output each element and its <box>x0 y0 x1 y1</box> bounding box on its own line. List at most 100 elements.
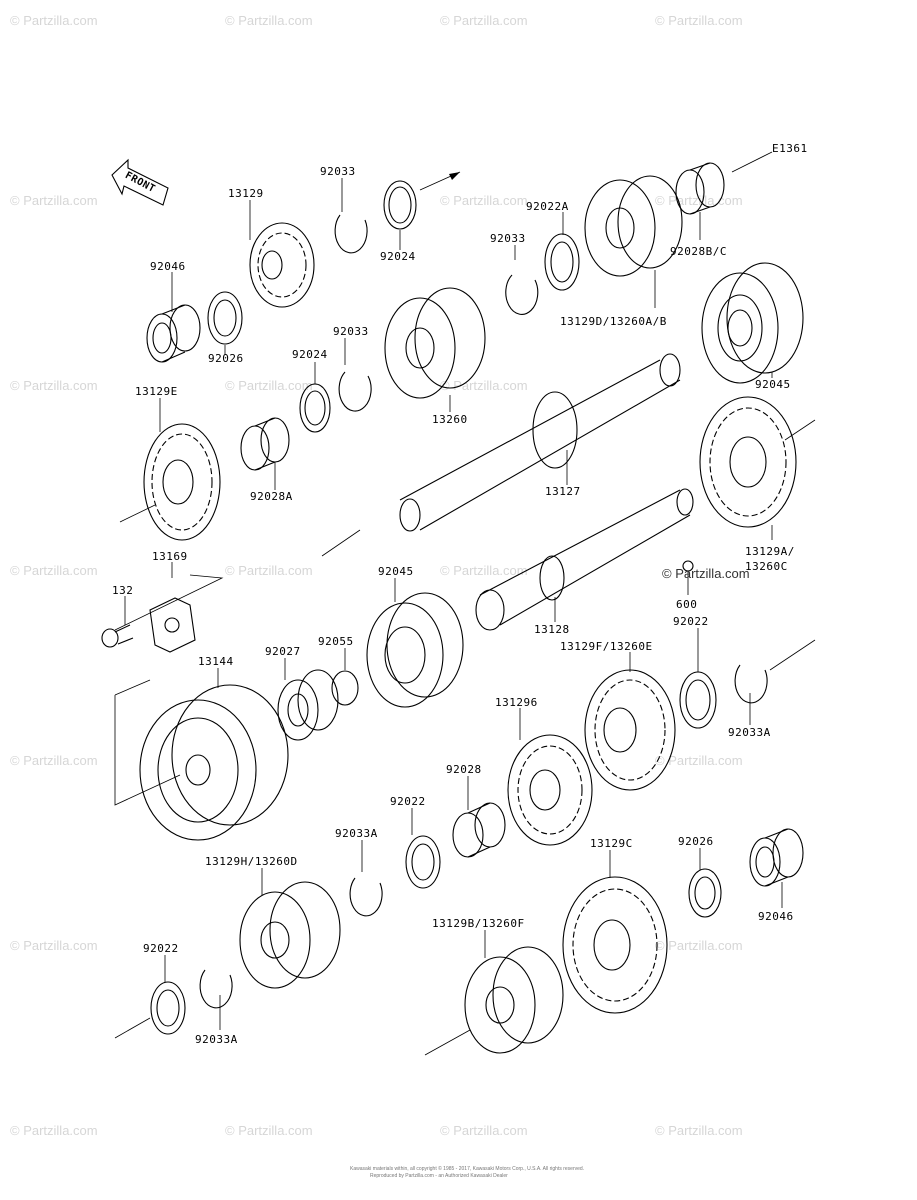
gear-13129F-icon <box>584 669 676 791</box>
bushing-92028BC-icon <box>675 162 725 215</box>
part-label: 92046 <box>150 260 186 273</box>
bushing-92028-icon <box>452 802 506 858</box>
part-label: 13144 <box>198 655 234 668</box>
part-label: 13129C <box>590 837 633 850</box>
part-label: 92024 <box>380 250 416 263</box>
part-label: 13129D/13260A/B <box>560 315 667 328</box>
watermark: © Partzilla.com <box>440 563 528 578</box>
watermark-layer: © Partzilla.com © Partzilla.com © Partzi… <box>10 13 743 1138</box>
part-label: 13129E <box>135 385 178 398</box>
watermark: © Partzilla.com <box>10 193 98 208</box>
washer-icon <box>207 291 243 345</box>
washer-icon <box>405 835 441 889</box>
part-label: 13128 <box>534 623 570 636</box>
watermark: © Partzilla.com <box>10 13 98 28</box>
part-label: 92028 <box>446 763 482 776</box>
watermark: © Partzilla.com <box>655 13 743 28</box>
gear-13129E-icon <box>143 423 221 541</box>
watermark: © Partzilla.com <box>225 1123 313 1138</box>
watermark: © Partzilla.com <box>655 193 743 208</box>
part-label: 13129A/ <box>745 545 795 558</box>
collar-92027-icon <box>277 669 339 741</box>
watermark: © Partzilla.com <box>440 13 528 28</box>
part-label: 92022 <box>390 795 426 808</box>
sprocket-bracket <box>114 574 224 806</box>
watermark: © Partzilla.com <box>10 378 98 393</box>
part-label: 13127 <box>545 485 581 498</box>
part-label: 92055 <box>318 635 354 648</box>
gear-13129B-icon <box>464 946 564 1054</box>
circlip-icon <box>349 877 383 917</box>
gear-13129H-icon <box>239 881 341 989</box>
part-label: 13169 <box>152 550 188 563</box>
bearing-92045-icon <box>366 592 464 708</box>
part-label: 13260C <box>745 560 788 573</box>
part-label: 13129F/13260E <box>560 640 653 653</box>
watermark: © Partzilla.com <box>10 1123 98 1138</box>
gear-13260-icon <box>384 287 486 399</box>
circlip-icon <box>505 274 539 315</box>
watermark: © Partzilla.com <box>10 938 98 953</box>
watermark: © Partzilla.com <box>440 1123 528 1138</box>
part-label: 132 <box>112 584 133 597</box>
part-label: 92022 <box>143 942 179 955</box>
part-label: 13129H/13260D <box>205 855 298 868</box>
watermark: © Partzilla.com <box>440 193 528 208</box>
front-arrow-icon: FRONT <box>111 158 169 206</box>
gear-13129-icon <box>249 222 315 308</box>
part-label: 92022 <box>673 615 709 628</box>
footer-reproduced: Reproduced by Partzilla.com - an Authori… <box>370 1173 508 1179</box>
brand-mark: © Partzilla.com <box>662 566 750 581</box>
part-label: 92045 <box>755 378 791 391</box>
gear-13129A-icon <box>699 396 797 528</box>
circlip-icon <box>199 969 233 1009</box>
watermark: © Partzilla.com <box>655 1123 743 1138</box>
washer-icon <box>383 180 417 230</box>
watermark: © Partzilla.com <box>225 13 313 28</box>
washer-icon <box>544 233 580 291</box>
part-label: 92028B/C <box>670 245 727 258</box>
watermark: © Partzilla.com <box>10 563 98 578</box>
gear-13129D-icon <box>584 175 683 277</box>
sprocket-13144-icon <box>139 684 289 841</box>
bushing-92046-icon <box>146 304 201 363</box>
part-label: 13129 <box>228 187 264 200</box>
watermark: © Partzilla.com <box>440 378 528 393</box>
leader-lines <box>124 178 783 1030</box>
bolt-132-icon <box>101 624 134 648</box>
plate-13169-icon <box>149 597 196 653</box>
circlip-icon <box>734 664 768 704</box>
part-label: 92033A <box>195 1033 238 1046</box>
watermark: © Partzilla.com <box>655 938 743 953</box>
part-label: 92046 <box>758 910 794 923</box>
part-label: 92045 <box>378 565 414 578</box>
bearing-92045-icon <box>701 262 804 384</box>
part-label: 92033 <box>490 232 526 245</box>
bushing-92028A-icon <box>240 417 290 471</box>
washer-icon <box>150 981 186 1035</box>
watermark: © Partzilla.com <box>225 563 313 578</box>
circlip-icon <box>334 214 368 254</box>
part-label: 92022A <box>526 200 569 213</box>
part-label: 92026 <box>208 352 244 365</box>
bushing-92046-icon <box>749 828 804 887</box>
part-label: 92033A <box>728 726 771 739</box>
gear-13129C-icon <box>562 876 668 1014</box>
watermark: © Partzilla.com <box>225 378 313 393</box>
part-label: 92026 <box>678 835 714 848</box>
part-label: 92033 <box>333 325 369 338</box>
diagram-code: E1361 <box>772 142 808 155</box>
watermark: © Partzilla.com <box>10 753 98 768</box>
axis-lines <box>114 151 816 1056</box>
parts <box>101 162 804 1054</box>
circlip-icon <box>338 371 372 412</box>
watermark: © Partzilla.com <box>655 753 743 768</box>
o-ring-icon <box>331 670 359 706</box>
part-label: 92033 <box>320 165 356 178</box>
part-label: 92027 <box>265 645 301 658</box>
part-label: 92024 <box>292 348 328 361</box>
footer-copyright: Kawasaki materials within, all copyright… <box>350 1165 584 1172</box>
part-label: 600 <box>676 598 697 611</box>
part-label: 13260 <box>432 413 468 426</box>
gear-131296-icon <box>507 734 593 846</box>
